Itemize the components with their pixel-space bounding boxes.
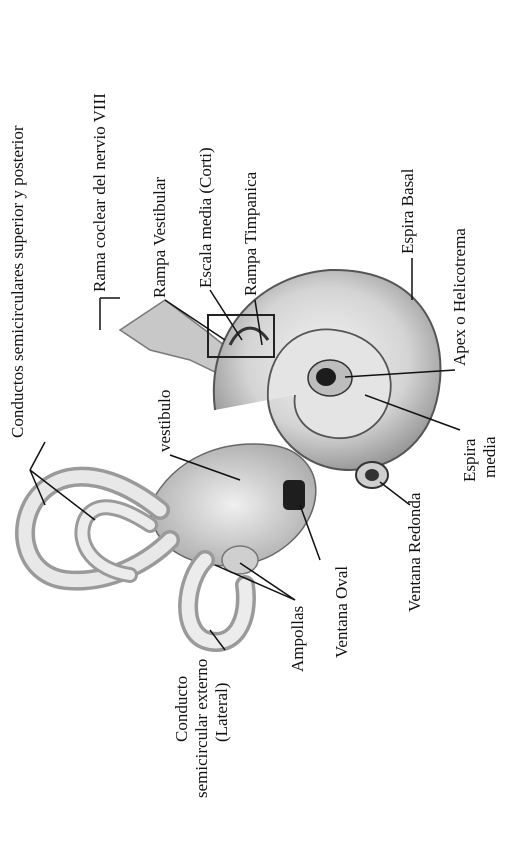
label-vestibulo: vestibulo: [155, 390, 175, 452]
cochlear-nerve-shape: [120, 300, 230, 372]
round-window-inner: [365, 469, 379, 481]
label-espira-basal: Espira Basal: [398, 169, 418, 254]
label-escala-media: Escala media (Corti): [196, 147, 216, 288]
label-espira-media: Espira media: [460, 436, 500, 482]
helicotrema-hole: [316, 368, 336, 386]
label-rampa-vestibular: Rampa Vestibular: [150, 177, 170, 298]
label-ventana-redonda: Ventana Redonda: [405, 493, 425, 612]
label-apex-helicotrema: Apex o Helicotrema: [450, 228, 470, 366]
label-rampa-timpanica: Rampa Timpanica: [241, 172, 261, 296]
leader-conductos-sup: [30, 442, 45, 470]
oval-window: [283, 480, 305, 510]
label-rama-coclear: Rama coclear del nervio VIII: [90, 93, 110, 292]
label-ventana-oval: Ventana Oval: [332, 566, 352, 658]
label-ampollas: Ampollas: [288, 606, 308, 672]
label-conductos-semicirculares-sup-post: Conductos semicirculares superior y post…: [8, 125, 28, 438]
label-conducto-semicircular-externo: Conducto semicircular externo (Lateral): [172, 659, 232, 842]
